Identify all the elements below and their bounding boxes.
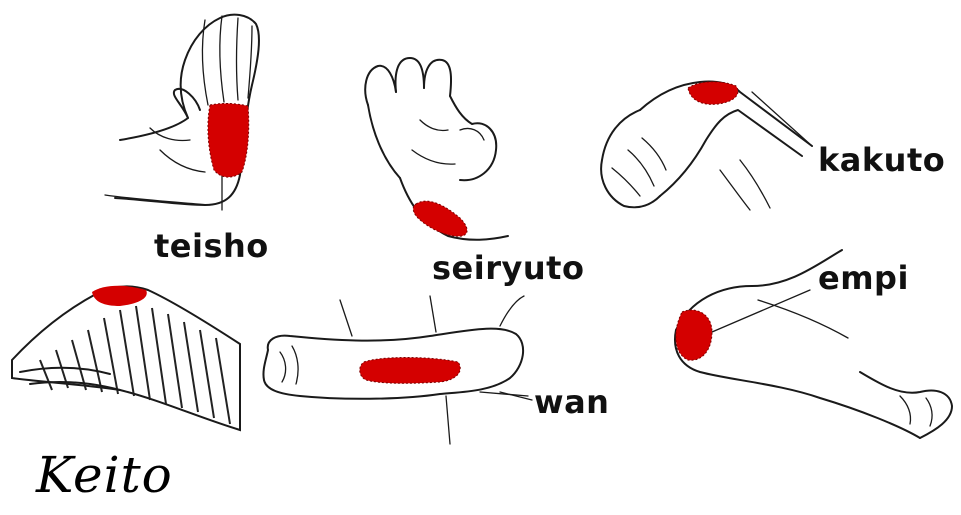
kakuto-hand-illustration <box>601 81 812 210</box>
seiryuto-hand-illustration <box>365 58 508 240</box>
keito-hand-illustration <box>12 286 240 430</box>
kakuto-strike-area <box>688 82 738 105</box>
kakuto-label: kakuto <box>818 144 945 176</box>
seiryuto-strike-area <box>413 201 467 236</box>
empi-strike-area <box>676 310 712 360</box>
wan-strike-area <box>360 358 461 384</box>
teisho-strike-area <box>208 103 249 177</box>
wan-forearm-illustration <box>263 296 528 444</box>
teisho-label: teisho <box>154 230 269 262</box>
teisho-hand-illustration <box>105 15 259 210</box>
empi-arm-illustration <box>675 250 952 438</box>
empi-label: empi <box>818 262 909 294</box>
wan-label: wan <box>534 386 609 418</box>
seiryuto-label: seiryuto <box>432 252 584 284</box>
keito-label: Keito <box>36 450 173 500</box>
kakuto-pointer-line <box>752 92 812 146</box>
